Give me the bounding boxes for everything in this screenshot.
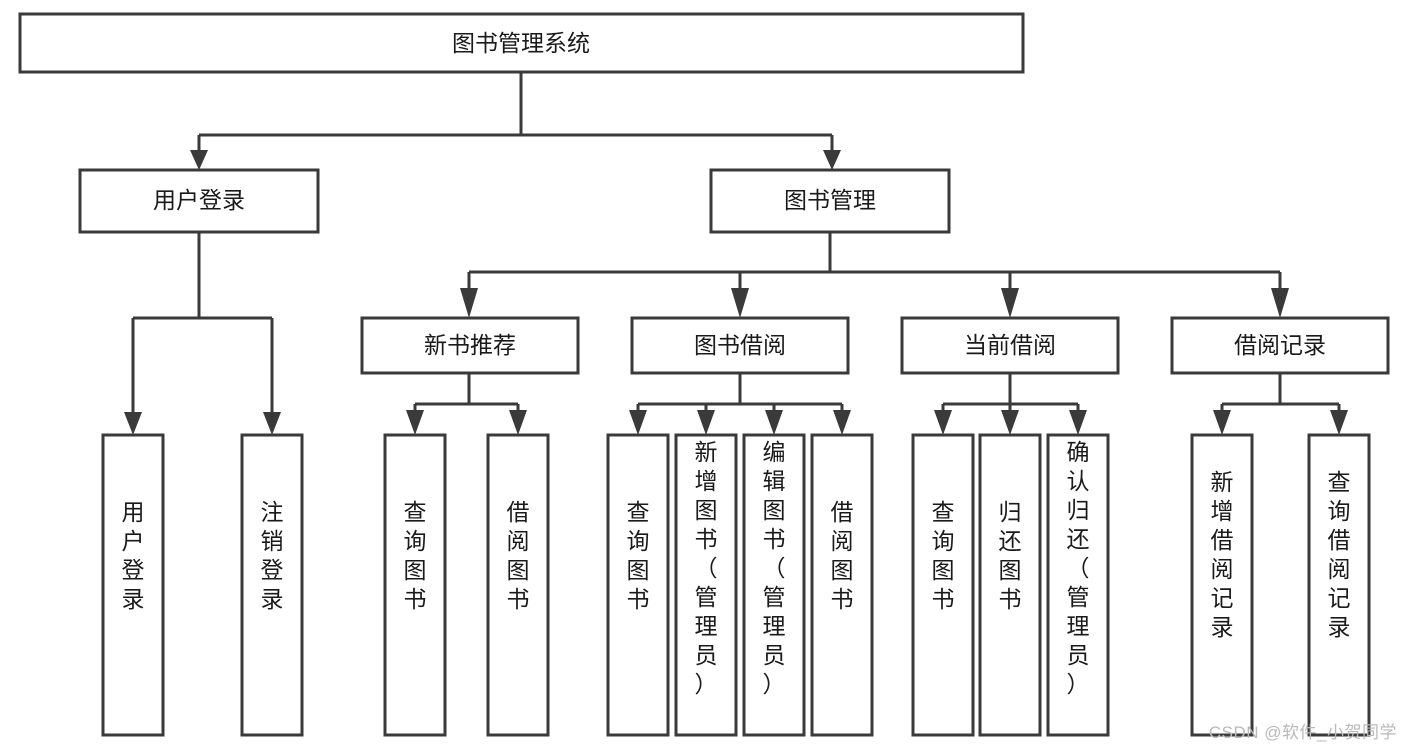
node-user-login-box[interactable] (78, 168, 320, 234)
arrowhead-leaf-return-book (1001, 410, 1019, 435)
node-leaf-return-book[interactable]: 归还图书 (978, 433, 1042, 737)
arrowhead-leaf-query-record (1330, 410, 1348, 435)
node-root-label: 图书管理系统 (452, 30, 590, 56)
node-leaf-confirm-return-label: 确认归还（管理员） (1067, 439, 1090, 697)
node-new-book-rec-label: 新书推荐 (424, 332, 516, 358)
node-root-box[interactable] (18, 12, 1025, 74)
node-leaf-edit-book-box[interactable] (742, 433, 806, 737)
node-borrow-record[interactable]: 借阅记录 (1170, 316, 1390, 375)
node-user-login[interactable]: 用户登录 (78, 168, 320, 234)
arrowhead-leaf-borrow-book-bor (833, 410, 851, 435)
node-leaf-add-record-label: 新增借阅记录 (1211, 469, 1234, 640)
arrowhead-leaf-user-login (124, 412, 142, 435)
node-borrow-record-box[interactable] (1170, 316, 1390, 375)
node-new-book-rec[interactable]: 新书推荐 (360, 316, 580, 375)
node-leaf-edit-book-label: 编辑图书（管理员） (763, 439, 786, 697)
arrowhead-leaf-query-book-cur (934, 410, 952, 435)
node-current-borrow-box[interactable] (900, 316, 1120, 375)
node-book-manage-label: 图书管理 (784, 187, 876, 213)
node-leaf-query-book-cur[interactable]: 查询图书 (911, 433, 975, 737)
arrowhead-current-borrow (1001, 288, 1019, 318)
node-leaf-return-book-box[interactable] (978, 433, 1042, 737)
node-leaf-query-book-rec-box[interactable] (383, 433, 447, 737)
node-leaf-user-logout-label: 注销登录 (261, 499, 284, 612)
node-leaf-query-book-cur-box[interactable] (911, 433, 975, 737)
node-current-borrow-label: 当前借阅 (964, 332, 1056, 358)
node-leaf-query-record-label: 查询借阅记录 (1328, 469, 1351, 640)
node-new-book-rec-box[interactable] (360, 316, 580, 375)
node-leaf-user-logout-box[interactable] (240, 433, 304, 737)
node-book-borrow-label: 图书借阅 (694, 332, 786, 358)
arrowhead-leaf-query-book-bor (629, 410, 647, 435)
node-leaf-add-record[interactable]: 新增借阅记录 (1190, 433, 1254, 737)
node-leaf-borrow-book-bor-box[interactable] (810, 433, 874, 737)
arrowhead-new-book-rec (460, 288, 478, 318)
node-leaf-add-book-box[interactable] (674, 433, 738, 737)
node-leaf-borrow-book-bor[interactable]: 借阅图书 (810, 433, 874, 737)
node-leaf-query-book-rec-label: 查询图书 (404, 499, 427, 612)
node-book-borrow-box[interactable] (630, 316, 850, 375)
node-leaf-query-book-cur-label: 查询图书 (932, 499, 955, 612)
node-book-manage[interactable]: 图书管理 (709, 168, 951, 234)
arrowhead-leaf-add-book (697, 410, 715, 435)
node-leaf-borrow-book-rec-box[interactable] (486, 433, 550, 737)
node-root[interactable]: 图书管理系统 (18, 12, 1025, 74)
arrowhead-leaf-add-record (1213, 410, 1231, 435)
node-leaf-query-book-bor[interactable]: 查询图书 (606, 433, 670, 737)
node-leaf-borrow-book-rec[interactable]: 借阅图书 (486, 433, 550, 737)
connector-layer (124, 72, 1348, 435)
arrowhead-leaf-edit-book (765, 410, 783, 435)
node-current-borrow[interactable]: 当前借阅 (900, 316, 1120, 375)
csdn-watermark: CSDN @软件_小贺同学 (1208, 723, 1397, 742)
node-leaf-user-login[interactable]: 用户登录 (101, 433, 165, 737)
node-book-borrow[interactable]: 图书借阅 (630, 316, 850, 375)
node-leaf-query-record-box[interactable] (1307, 433, 1371, 737)
node-leaf-user-login-label: 用户登录 (122, 499, 145, 612)
arrowhead-book-manage (823, 150, 841, 170)
arrowhead-leaf-borrow-book-rec (509, 410, 527, 435)
node-leaf-query-book-bor-box[interactable] (606, 433, 670, 737)
node-leaf-user-logout[interactable]: 注销登录 (240, 433, 304, 737)
node-leaf-confirm-return[interactable]: 确认归还（管理员） (1046, 433, 1110, 737)
arrowhead-borrow-record (1271, 288, 1289, 318)
node-leaf-query-record[interactable]: 查询借阅记录 (1307, 433, 1371, 737)
node-leaf-user-login-box[interactable] (101, 433, 165, 737)
node-leaf-query-book-bor-label: 查询图书 (627, 499, 650, 612)
node-user-login-label: 用户登录 (153, 187, 245, 213)
arrowhead-user-login (190, 150, 208, 170)
node-book-manage-box[interactable] (709, 168, 951, 234)
node-borrow-record-label: 借阅记录 (1234, 332, 1326, 358)
node-leaf-borrow-book-bor-label: 借阅图书 (831, 499, 854, 612)
node-leaf-borrow-book-rec-label: 借阅图书 (507, 499, 530, 612)
node-leaf-confirm-return-box[interactable] (1046, 433, 1110, 737)
arrowhead-leaf-query-book-rec (406, 410, 424, 435)
arrowhead-leaf-user-logout (263, 412, 281, 435)
node-leaf-add-book[interactable]: 新增图书（管理员） (674, 433, 738, 737)
arrowhead-leaf-confirm-return (1069, 410, 1087, 435)
node-leaf-add-book-label: 新增图书（管理员） (695, 439, 718, 697)
node-leaf-return-book-label: 归还图书 (999, 499, 1022, 612)
node-leaf-edit-book[interactable]: 编辑图书（管理员） (742, 433, 806, 737)
arrowhead-book-borrow (731, 288, 749, 318)
node-leaf-add-record-box[interactable] (1190, 433, 1254, 737)
node-leaf-query-book-rec[interactable]: 查询图书 (383, 433, 447, 737)
